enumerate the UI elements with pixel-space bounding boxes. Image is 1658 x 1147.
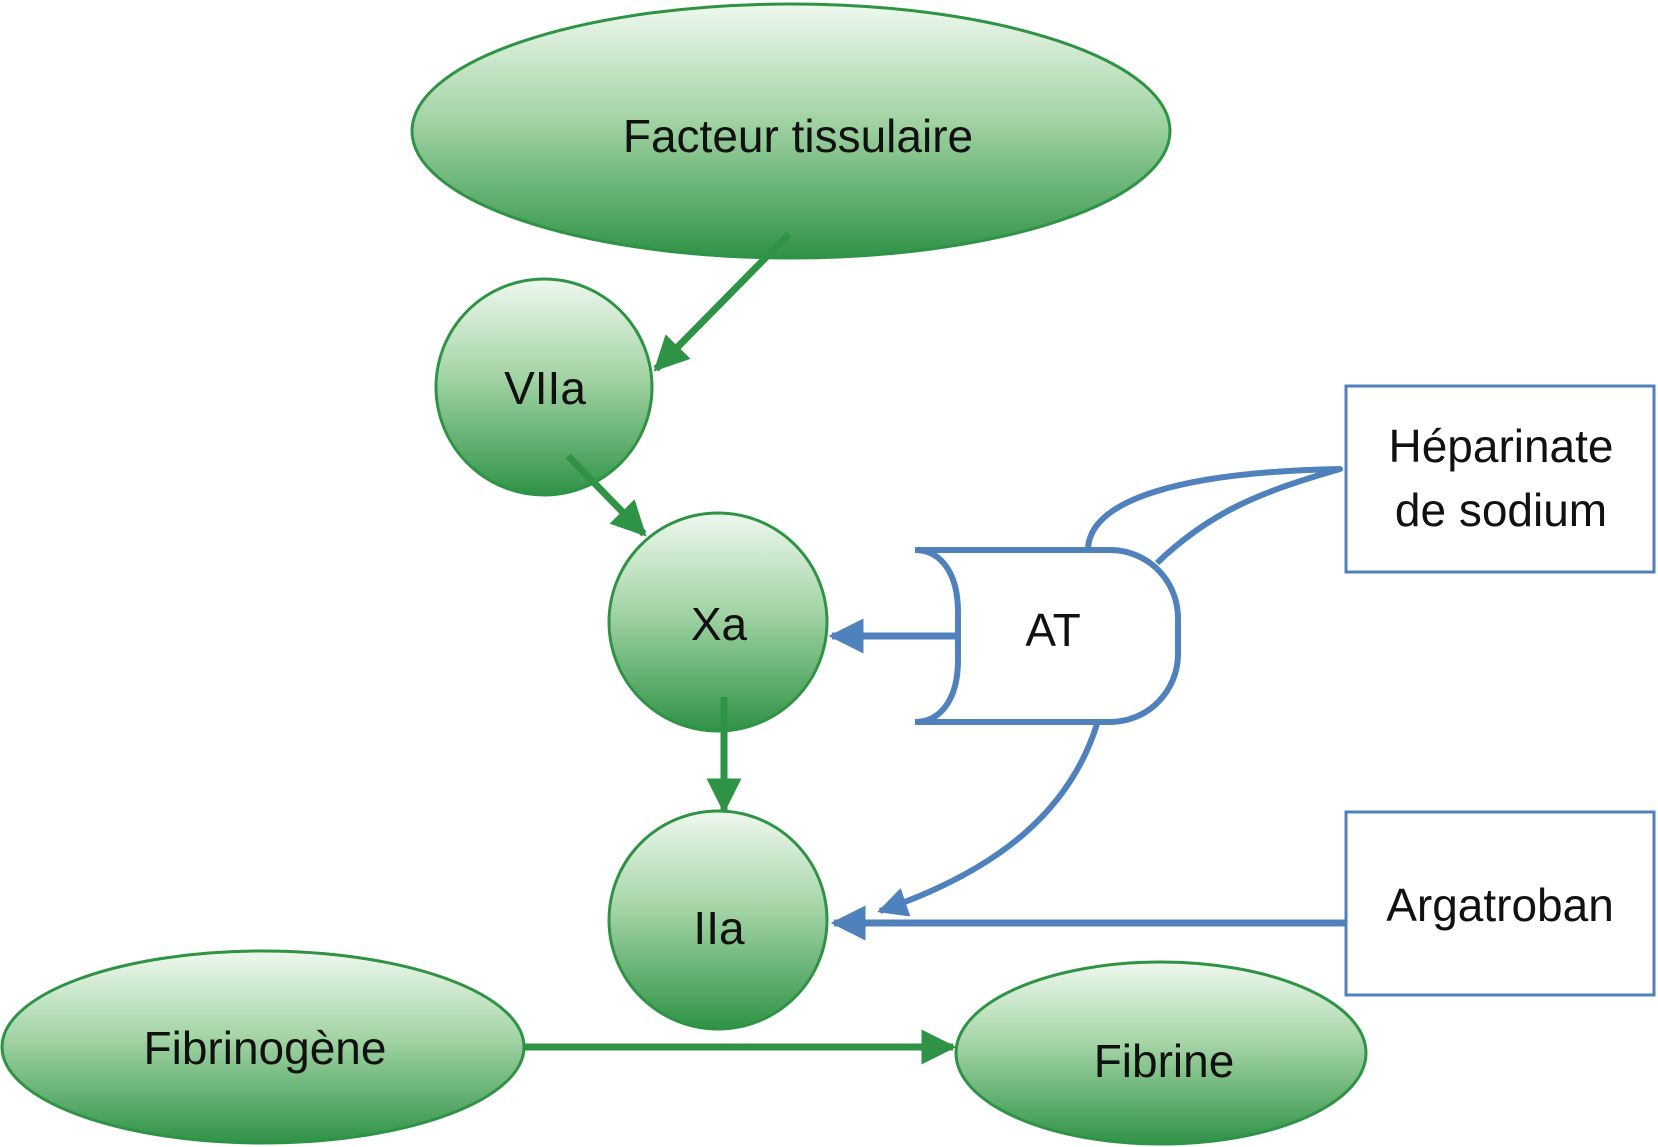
node-fibrinogene: Fibrinogène <box>0 949 526 1145</box>
fibrinogene-label: Fibrinogène <box>144 1022 387 1074</box>
arrow-viia-to-xa <box>565 453 647 537</box>
facteur-tissulaire-ellipse <box>410 2 1172 260</box>
viia-label: VIIa <box>504 362 586 414</box>
at-label: AT <box>1025 604 1080 656</box>
node-iia: IIa <box>607 809 829 1031</box>
heparinate-label-line1: Héparinate <box>1388 420 1613 472</box>
xa-label: Xa <box>691 598 748 650</box>
iia-label: IIa <box>693 902 745 954</box>
viia-circle <box>434 277 654 497</box>
heparin-to-at-connector <box>1085 466 1343 566</box>
heparinate-label-line2: de sodium <box>1395 484 1607 536</box>
xa-circle <box>607 511 829 733</box>
argatroban-box <box>1344 810 1656 997</box>
drug-heparinate: Héparinate de sodium <box>1344 384 1656 574</box>
node-facteur-tissulaire: Facteur tissulaire <box>410 2 1172 260</box>
fibrine-label: Fibrine <box>1094 1035 1235 1087</box>
fibrinogene-ellipse <box>0 949 526 1145</box>
at-shape <box>914 547 1181 725</box>
facteur-tissulaire-label: Facteur tissulaire <box>623 110 973 162</box>
node-fibrine: Fibrine <box>954 960 1368 1146</box>
heparinate-box <box>1344 384 1656 574</box>
argatroban-label: Argatroban <box>1386 879 1614 931</box>
node-xa: Xa <box>607 511 829 733</box>
drug-argatroban: Argatroban <box>1344 810 1656 997</box>
node-viia: VIIa <box>434 277 654 497</box>
arrow-facteur-to-viia <box>653 231 792 372</box>
arrow-at-to-iia <box>877 723 1100 917</box>
node-at: AT <box>914 547 1181 725</box>
